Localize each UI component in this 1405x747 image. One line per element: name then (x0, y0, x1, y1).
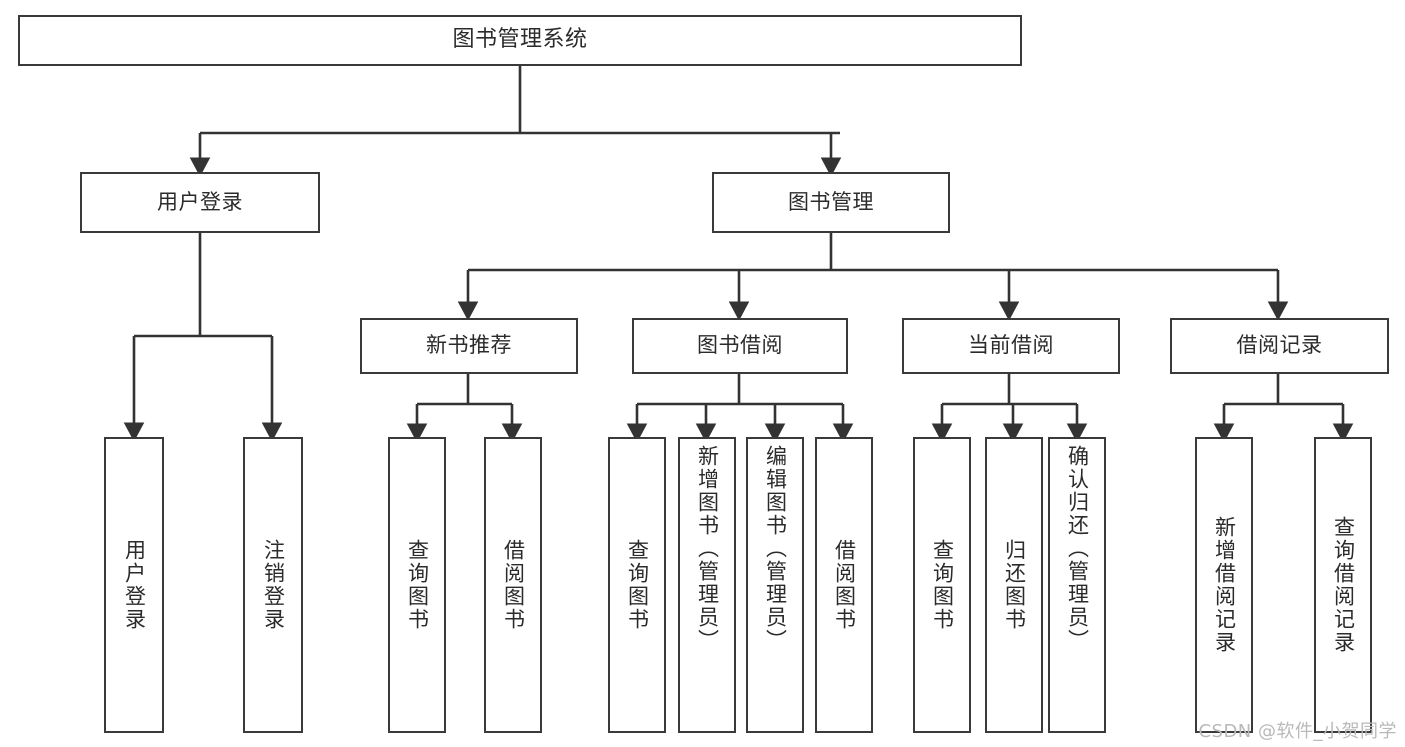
node-borrow-record[interactable]: 借阅记录 (1170, 318, 1389, 374)
node-leaf-borrow-book-2[interactable]: 借阅图书 (815, 437, 873, 733)
node-leaf-borrow-book-2-label: 借阅图书 (832, 539, 857, 631)
node-root-label: 图书管理系统 (452, 27, 588, 53)
node-leaf-add-book[interactable]: 新增图书（管理员） (678, 437, 736, 733)
node-leaf-logout-login-label: 注销登录 (261, 539, 286, 631)
node-leaf-add-record[interactable]: 新增借阅记录 (1195, 437, 1253, 733)
node-leaf-return-book-label: 归还图书 (1002, 539, 1027, 631)
node-borrow-record-label: 借阅记录 (1236, 333, 1323, 358)
node-leaf-user-login[interactable]: 用户登录 (104, 437, 164, 733)
node-user-login[interactable]: 用户登录 (80, 172, 320, 233)
node-leaf-query-record[interactable]: 查询借阅记录 (1314, 437, 1372, 733)
node-leaf-borrow-book-1-label: 借阅图书 (501, 539, 526, 631)
node-book-management[interactable]: 图书管理 (712, 172, 950, 233)
node-new-book-recommend[interactable]: 新书推荐 (360, 318, 578, 374)
node-leaf-confirm-return-label: 确认归还（管理员） (1065, 445, 1090, 652)
node-leaf-query-book-3[interactable]: 查询图书 (913, 437, 971, 733)
node-leaf-edit-book-label: 编辑图书（管理员） (763, 445, 788, 652)
node-leaf-return-book[interactable]: 归还图书 (985, 437, 1043, 733)
node-leaf-user-login-label: 用户登录 (122, 539, 147, 631)
node-leaf-add-book-label: 新增图书（管理员） (695, 445, 720, 652)
node-new-book-recommend-label: 新书推荐 (426, 333, 512, 358)
node-book-management-label: 图书管理 (788, 189, 874, 214)
node-leaf-confirm-return[interactable]: 确认归还（管理员） (1048, 437, 1106, 733)
node-current-borrow-label: 当前借阅 (968, 333, 1054, 358)
node-leaf-add-record-label: 新增借阅记录 (1212, 516, 1237, 654)
node-user-login-label: 用户登录 (157, 189, 243, 214)
node-leaf-query-book-2-label: 查询图书 (625, 539, 650, 631)
node-current-borrow[interactable]: 当前借阅 (902, 318, 1120, 374)
node-root[interactable]: 图书管理系统 (18, 15, 1022, 66)
node-leaf-query-book-1[interactable]: 查询图书 (388, 437, 446, 733)
node-leaf-query-record-label: 查询借阅记录 (1331, 516, 1356, 654)
node-leaf-borrow-book-1[interactable]: 借阅图书 (484, 437, 542, 733)
node-book-borrow[interactable]: 图书借阅 (632, 318, 848, 374)
node-leaf-query-book-3-label: 查询图书 (930, 539, 955, 631)
node-leaf-query-book-2[interactable]: 查询图书 (608, 437, 666, 733)
node-leaf-query-book-1-label: 查询图书 (405, 539, 430, 631)
watermark: CSDN @软件_小贺同学 (1198, 721, 1397, 742)
node-leaf-edit-book[interactable]: 编辑图书（管理员） (746, 437, 804, 733)
node-book-borrow-label: 图书借阅 (697, 333, 783, 358)
node-leaf-logout-login[interactable]: 注销登录 (243, 437, 303, 733)
